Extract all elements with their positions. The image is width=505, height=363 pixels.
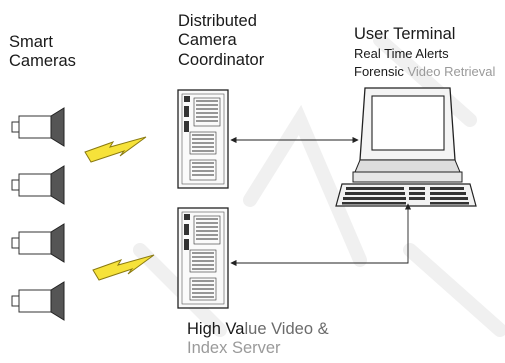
server-label: High Value Video & Index Server: [187, 320, 329, 359]
server-label-line2-a: Index: [187, 339, 228, 358]
smart-cameras-label-line2: Cameras: [9, 52, 76, 71]
coordinator-label-line2: Camera: [178, 31, 237, 50]
server-tower-icon: [177, 89, 229, 189]
user-terminal-line1: Real Time Alerts: [354, 46, 449, 62]
camera-icon: [11, 165, 65, 205]
server-label-line2: Index Server: [187, 339, 329, 358]
camera-icon: [11, 107, 65, 147]
user-terminal-line2-a: Forensic: [354, 63, 404, 79]
server-label-line1-b: lue Video &: [244, 320, 329, 338]
smart-cameras-label: Smart Cameras: [9, 33, 76, 72]
lightning-icon: [92, 254, 155, 281]
user-terminal-label: User Terminal Real Time Alerts Forensic …: [354, 25, 495, 79]
coordinator-label: Distributed Camera Coordinator: [178, 12, 264, 70]
server-label-line1: High Value Video &: [187, 320, 329, 339]
watermark-stroke: [403, 243, 505, 337]
watermark-stroke: [373, 33, 477, 127]
user-terminal-line2-b: Video Retrieval: [407, 63, 496, 79]
user-terminal-line2: Forensic Video Retrieval: [354, 64, 495, 79]
lightning-icon: [84, 136, 147, 163]
camera-icon: [11, 223, 65, 263]
server-tower-icon: [177, 207, 229, 309]
server-terminal-link: [230, 203, 412, 267]
camera-icon: [11, 281, 65, 321]
computer-terminal-icon: [335, 87, 477, 207]
server-label-line2-b: Server: [227, 339, 281, 358]
server-label-line1-a: High Va: [187, 320, 245, 338]
coordinator-label-line1: Distributed: [178, 12, 257, 30]
coordinator-label-line3: Coordinator: [178, 50, 265, 69]
user-terminal-title: User Terminal: [354, 25, 456, 43]
smart-cameras-label-line1: Smart: [9, 33, 54, 51]
